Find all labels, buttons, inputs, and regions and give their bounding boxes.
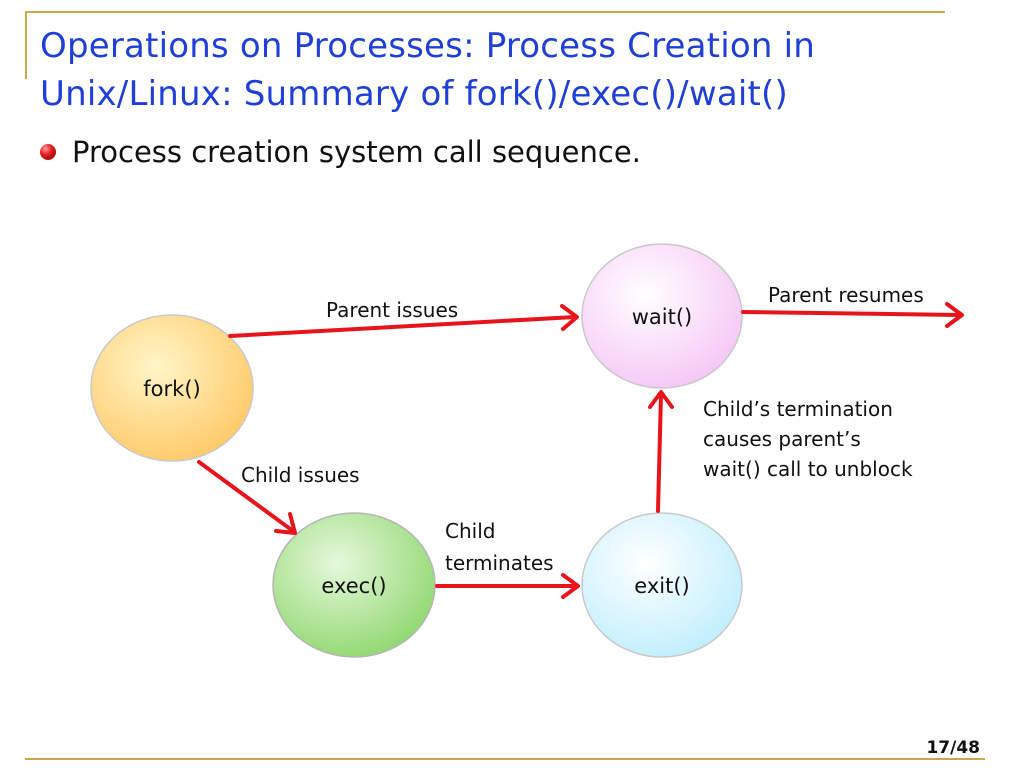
arrow-wait-out: [741, 302, 964, 328]
frame-bottom-line: [25, 758, 985, 760]
slide-title-line-2: Unix/Linux: Summary of fork()/exec()/wai…: [40, 74, 788, 114]
arrow-exit-to-wait: [648, 390, 674, 513]
slide-title: Operations on Processes: Process Creatio…: [40, 22, 990, 118]
node-fork: fork(): [90, 314, 254, 462]
node-wait: wait(): [581, 243, 743, 389]
label-child-terminates-line-2: terminates: [445, 551, 554, 575]
page-number-current: 17: [926, 738, 951, 758]
node-fork-label: fork(): [143, 377, 200, 401]
bullet-dot-icon: [40, 144, 56, 160]
slide-title-line-1: Operations on Processes: Process Creatio…: [40, 26, 815, 66]
node-wait-label: wait(): [632, 305, 693, 329]
node-fork-circle: [90, 314, 254, 462]
label-parent-resumes: Parent resumes: [768, 283, 924, 307]
arrow-exec-to-exit: [435, 573, 580, 599]
frame-left-line: [25, 11, 27, 79]
bullet-item: Process creation system call sequence.: [40, 132, 641, 172]
frame-top-line: [25, 11, 945, 13]
node-exit-label: exit(): [634, 574, 689, 598]
page-number: 17/48: [926, 738, 980, 758]
arrow-fork-to-wait: [228, 304, 579, 338]
label-termination-line-2: causes parent’s: [703, 427, 861, 451]
label-child-issues: Child issues: [241, 463, 360, 487]
page-number-total: 48: [956, 738, 980, 758]
node-exec: exec(): [272, 512, 436, 658]
node-exec-circle: [272, 512, 436, 658]
node-exec-label: exec(): [321, 574, 386, 598]
label-parent-issues: Parent issues: [326, 298, 458, 322]
label-termination-line-3: wait() call to unblock: [703, 457, 913, 481]
node-exit-circle: [581, 512, 743, 658]
label-termination-line-1: Child’s termination: [703, 397, 893, 421]
node-exit: exit(): [581, 512, 743, 658]
label-child-terminates-line-1: Child: [445, 519, 495, 543]
arrow-fork-to-exec: [197, 460, 297, 535]
node-wait-circle: [581, 243, 743, 389]
bullet-text: Process creation system call sequence.: [72, 135, 641, 169]
